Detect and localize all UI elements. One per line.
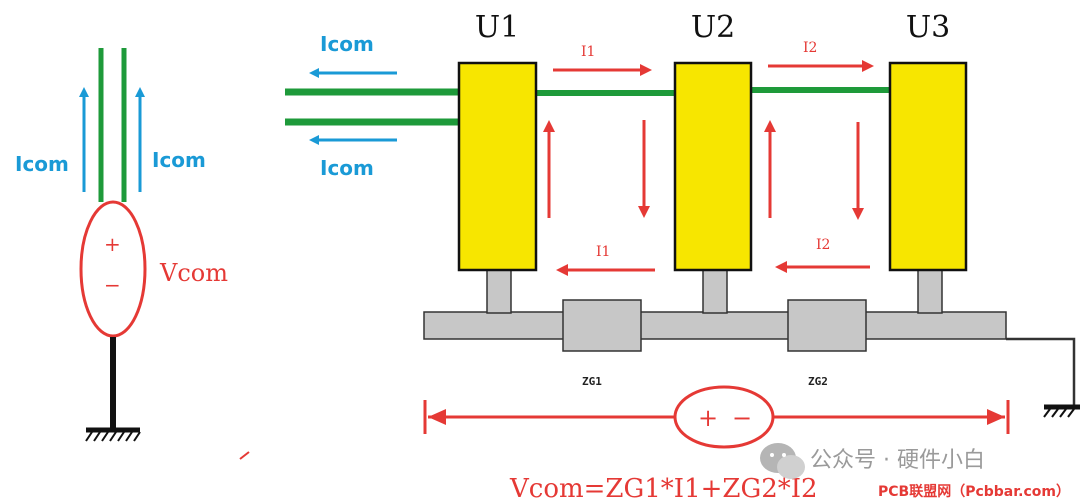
- site-watermark: PCB联盟网（Pcbbar.com）: [878, 484, 1070, 500]
- vcom-formula: Vcom=ZG1*I1+ZG2*I2: [509, 474, 818, 503]
- icom-label-top: Icom: [320, 32, 374, 56]
- wechat-watermark: 公众号 · 硬件小白: [810, 448, 985, 473]
- right-circuit: Icom Icom ZG1 ZG2 U1 U2 U3 I1: [285, 10, 1080, 503]
- unit-u1: [457, 61, 538, 272]
- i2-label-bottom: I2: [816, 237, 830, 253]
- zg1-label: ZG1: [582, 375, 602, 388]
- i1-label-top: I1: [581, 44, 595, 60]
- zg1-impedance: [562, 299, 642, 352]
- unit-u2-label: U2: [691, 10, 735, 45]
- vcom-voltage-source: [673, 385, 775, 449]
- unit-u1-label: U1: [475, 10, 519, 45]
- left-plus-sign: +: [104, 232, 121, 256]
- vcom-minus-sign: −: [732, 404, 752, 432]
- unit-u3: [888, 61, 968, 272]
- left-icom-label-2: Icom: [152, 148, 206, 172]
- icom-label-bottom: Icom: [320, 156, 374, 180]
- vcom-plus-sign: +: [698, 404, 718, 432]
- zg2-impedance: [787, 299, 867, 352]
- i1-label-bottom: I1: [596, 244, 610, 260]
- i2-label-top: I2: [803, 40, 817, 56]
- zg2-label: ZG2: [808, 375, 828, 388]
- left-voltage-source: [79, 200, 147, 338]
- u1-ground-stub: [486, 269, 512, 314]
- watermark: 公众号 · 硬件小白 PCB联盟网（Pcbbar.com）: [760, 443, 1070, 500]
- right-ground-icon: [1043, 404, 1080, 418]
- decorative-mark: [239, 451, 250, 460]
- u2-ground-stub: [702, 269, 728, 314]
- right-ground-wire: [1006, 337, 1076, 405]
- wechat-icon: [760, 443, 805, 479]
- left-icom-label-1: Icom: [15, 152, 69, 176]
- unit-u2: [673, 61, 753, 272]
- ground-plane: [423, 311, 1007, 340]
- left-ground-icon: [85, 427, 141, 442]
- vcom-measurement: + −: [423, 385, 1010, 449]
- u3-ground-stub: [917, 269, 943, 314]
- left-vcom-label: Vcom: [159, 259, 228, 287]
- left-circuit: Icom Icom + − Vcom: [15, 48, 228, 442]
- unit-u3-label: U3: [906, 10, 950, 45]
- left-minus-sign: −: [104, 273, 121, 297]
